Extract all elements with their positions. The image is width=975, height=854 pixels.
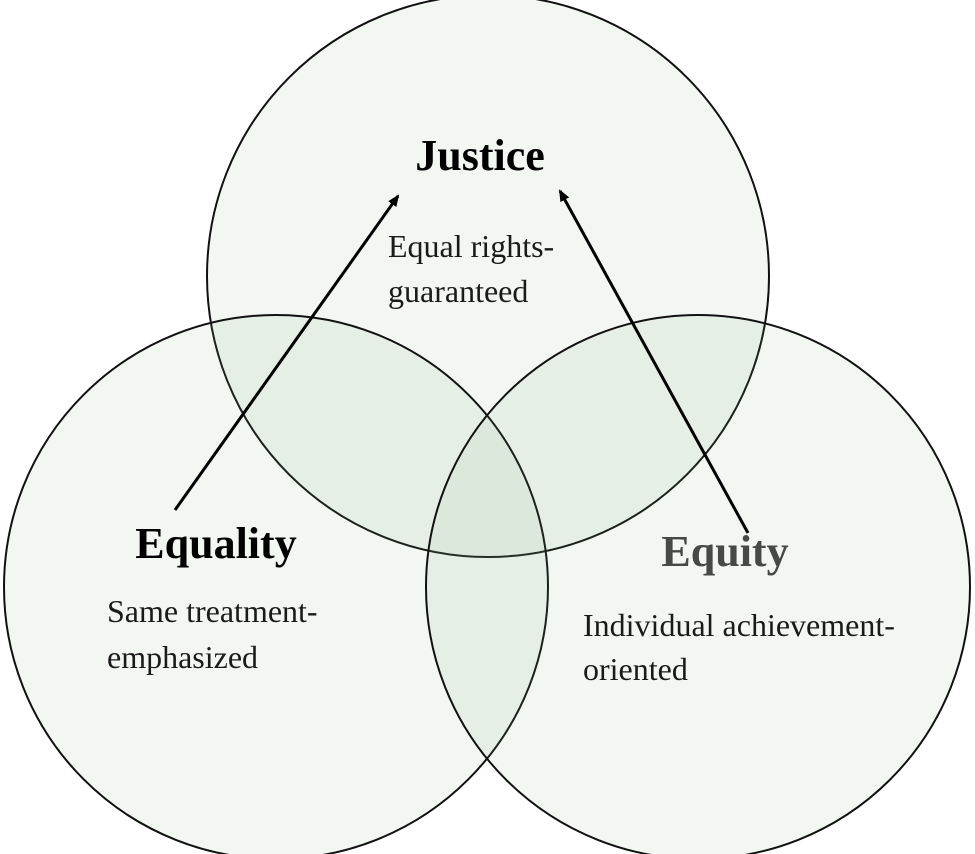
equality-desc-line2: emphasized — [107, 639, 258, 675]
equality-to-justice-arrow — [173, 194, 400, 511]
equality-circle — [3, 314, 549, 854]
equity-to-justice-arrow — [558, 189, 750, 534]
equity-title: Equity — [661, 527, 788, 576]
equity-desc-line1: Individual achievement- — [583, 607, 895, 643]
equality-desc-line1: Same treatment- — [107, 593, 318, 629]
justice-circle — [206, 0, 770, 558]
equality-title: Equality — [135, 519, 296, 568]
justice-desc-line1: Equal rights- — [388, 228, 554, 264]
justice-desc-line2: guaranteed — [388, 273, 528, 309]
justice-title: Justice — [415, 131, 545, 180]
equity-desc-line2: oriented — [583, 651, 688, 687]
equity-circle — [425, 314, 971, 854]
